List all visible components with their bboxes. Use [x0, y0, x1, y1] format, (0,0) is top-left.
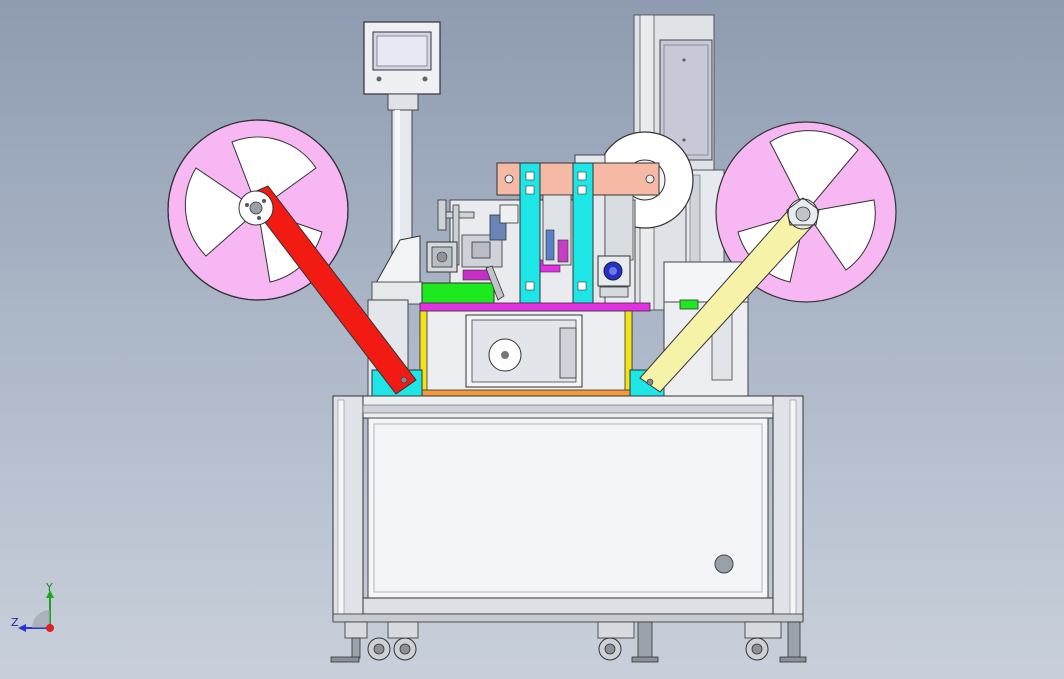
- caster-2: [597, 621, 659, 663]
- cabinet-door: [367, 417, 769, 599]
- hmi-monitor: [363, 21, 441, 261]
- arm-right: [639, 197, 820, 393]
- door-lock-knob: [714, 554, 734, 574]
- caster-wheels: [330, 621, 807, 663]
- arm-left: [238, 185, 417, 395]
- z-axis-label: Z: [11, 616, 19, 629]
- caster-3: [744, 621, 807, 663]
- y-axis-label: Y: [45, 581, 53, 594]
- caster-1: [330, 621, 419, 663]
- magenta-rail: [419, 302, 651, 312]
- x-axis-dot: [46, 624, 54, 632]
- cabinet-left-post: [332, 395, 364, 621]
- cabinet-right-post: [772, 395, 804, 621]
- axis-triad: Y Z: [11, 581, 54, 632]
- y-axis-arrow: [46, 590, 54, 598]
- machine-cabinet: [332, 395, 804, 623]
- central-mechanism: [367, 154, 675, 398]
- z-axis-arrow: [18, 624, 26, 632]
- green-block: [421, 282, 495, 306]
